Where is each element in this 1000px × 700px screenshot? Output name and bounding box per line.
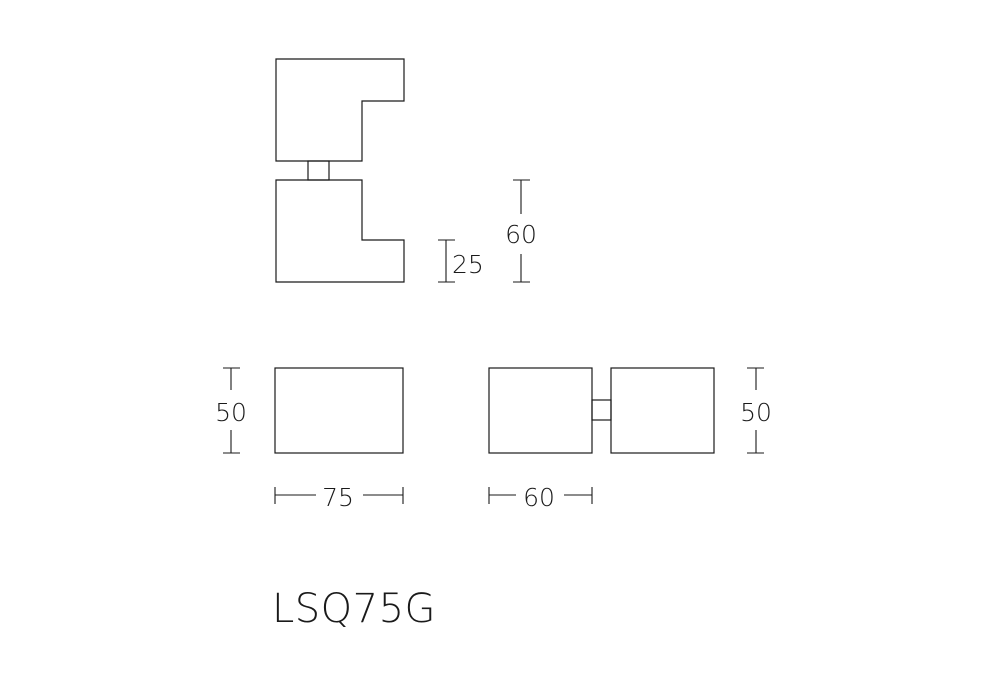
top-view <box>275 58 405 283</box>
side-view-spindle <box>591 399 612 421</box>
dimension-label-50-right: 50 <box>740 398 772 427</box>
dimension-60-horizontal: 60 <box>488 483 593 512</box>
dimension-75: 75 <box>274 483 404 512</box>
dimension-50-right: 50 <box>740 367 772 454</box>
dimension-50-left: 50 <box>215 367 247 454</box>
dimension-25: 25 <box>438 239 484 283</box>
dimension-label-75: 75 <box>322 483 354 512</box>
top-view-upper-knob <box>275 58 405 162</box>
dimension-label-60-vertical: 60 <box>505 220 537 249</box>
top-view-spindle <box>307 160 330 181</box>
side-view-left-knob <box>488 367 593 454</box>
top-view-lower-knob <box>275 179 405 283</box>
side-view <box>488 367 715 454</box>
dimension-60-vertical: 60 <box>505 179 537 283</box>
side-view-right-knob <box>610 367 715 454</box>
front-view-knob <box>274 367 404 454</box>
dimension-label-60-horizontal: 60 <box>523 483 555 512</box>
dimension-label-50-left: 50 <box>215 398 247 427</box>
front-view <box>274 367 404 454</box>
model-code: LSQ75G <box>272 586 436 632</box>
dimension-label-25: 25 <box>452 250 484 279</box>
